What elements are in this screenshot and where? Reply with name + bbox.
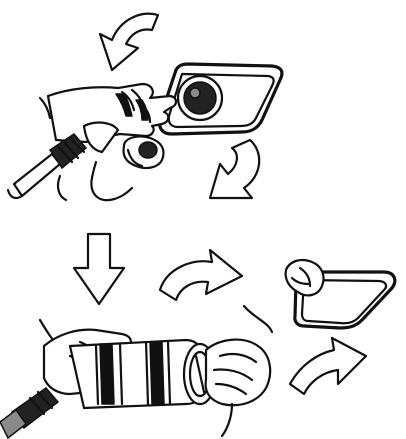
charging-cable-bottom: [0, 388, 58, 438]
tether-line: [91, 162, 132, 200]
hands-bottom: [40, 306, 272, 436]
cable-line: [58, 176, 66, 200]
port-flap-closed: [286, 260, 395, 328]
straight-arrow-down-icon: [74, 234, 124, 304]
curved-arrow-up-left-icon: [100, 14, 158, 70]
curved-arrow-right-icon: [160, 250, 242, 300]
charging-port-housing: [160, 64, 282, 134]
curved-arrow-down-left-icon: [210, 140, 259, 198]
curved-arrow-up-right-icon: [290, 338, 366, 394]
removed-cap: [124, 136, 164, 168]
